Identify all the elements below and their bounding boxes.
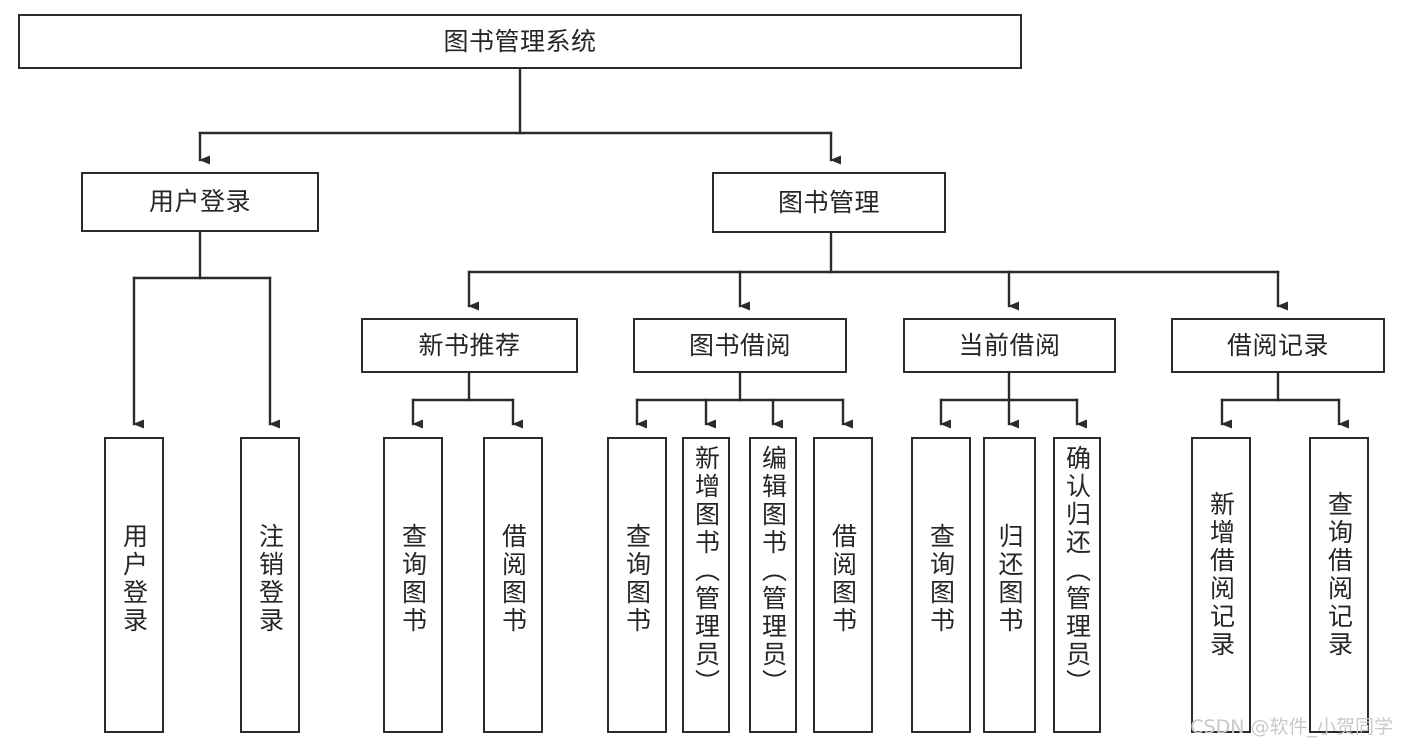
node-new-book-rec[interactable]: 新书推荐	[361, 318, 578, 373]
node-leaf-query-record[interactable]: 查询借阅记录	[1309, 437, 1369, 733]
node-leaf-query-book-1[interactable]: 查询图书	[383, 437, 443, 733]
node-leaf-confirm-return-label: 确认归还（管理员）	[1062, 445, 1092, 697]
node-leaf-user-login-label: 用户登录	[119, 523, 149, 635]
node-borrow-record-label: 借阅记录	[1226, 330, 1329, 360]
node-leaf-confirm-return[interactable]: 确认归还（管理员）	[1053, 437, 1101, 733]
node-leaf-query-book-3-label: 查询图书	[926, 523, 956, 635]
node-leaf-query-book-2[interactable]: 查询图书	[607, 437, 667, 733]
node-user-login[interactable]: 用户登录	[81, 172, 319, 232]
node-leaf-add-record-label: 新增借阅记录	[1206, 491, 1236, 659]
node-leaf-query-book-3[interactable]: 查询图书	[911, 437, 971, 733]
node-leaf-return-book-label: 归还图书	[995, 523, 1024, 635]
node-book-borrow-label: 图书借阅	[688, 330, 791, 360]
node-leaf-add-book[interactable]: 新增图书（管理员）	[682, 437, 730, 733]
csdn-watermark: CSDN @软件_小贺同学	[1190, 716, 1393, 738]
node-leaf-return-book[interactable]: 归还图书	[983, 437, 1036, 733]
node-current-borrow-label: 当前借阅	[958, 330, 1061, 360]
node-leaf-add-book-label: 新增图书（管理员）	[691, 445, 721, 697]
node-user-login-label: 用户登录	[148, 187, 251, 217]
node-book-manage[interactable]: 图书管理	[712, 172, 946, 233]
node-leaf-logout-label: 注销登录	[255, 523, 285, 635]
node-leaf-borrow-book-1-label: 借阅图书	[498, 523, 528, 635]
node-leaf-borrow-book-2-label: 借阅图书	[828, 523, 858, 635]
node-leaf-query-record-label: 查询借阅记录	[1324, 491, 1354, 659]
node-leaf-edit-book[interactable]: 编辑图书（管理员）	[749, 437, 797, 733]
node-borrow-record[interactable]: 借阅记录	[1171, 318, 1385, 373]
node-book-borrow[interactable]: 图书借阅	[633, 318, 847, 373]
node-root[interactable]: 图书管理系统	[18, 14, 1022, 69]
node-current-borrow[interactable]: 当前借阅	[903, 318, 1116, 373]
node-leaf-user-login[interactable]: 用户登录	[104, 437, 164, 733]
node-leaf-borrow-book-1[interactable]: 借阅图书	[483, 437, 543, 733]
node-root-label: 图书管理系统	[443, 26, 597, 56]
node-leaf-borrow-book-2[interactable]: 借阅图书	[813, 437, 873, 733]
node-leaf-query-book-1-label: 查询图书	[398, 523, 428, 635]
node-book-manage-label: 图书管理	[777, 187, 880, 217]
node-leaf-logout[interactable]: 注销登录	[240, 437, 300, 733]
node-leaf-edit-book-label: 编辑图书（管理员）	[758, 445, 788, 697]
node-leaf-add-record[interactable]: 新增借阅记录	[1191, 437, 1251, 733]
node-new-book-rec-label: 新书推荐	[418, 330, 521, 360]
node-leaf-query-book-2-label: 查询图书	[622, 523, 652, 635]
